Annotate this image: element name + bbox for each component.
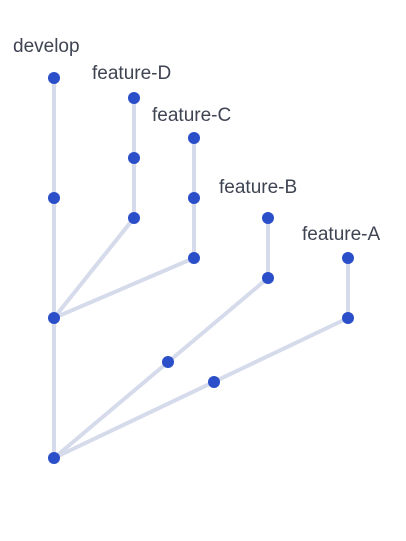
commit-node (128, 212, 140, 224)
branch-label-feature-a: feature-A (302, 224, 381, 245)
commit-node (342, 252, 354, 264)
commits (48, 72, 354, 464)
feature-c-merge-line (52, 256, 196, 320)
commit-node (48, 312, 60, 324)
feature-b-merge-line (52, 276, 270, 460)
branch-label-develop: develop (13, 36, 80, 57)
branch-label-feature-c: feature-C (152, 105, 232, 126)
branch-label-feature-b: feature-B (219, 177, 298, 198)
feature-d-merge-line (52, 216, 136, 320)
commit-node (48, 192, 60, 204)
commit-node (162, 356, 174, 368)
commit-node (48, 452, 60, 464)
commit-node (188, 192, 200, 204)
commit-node (188, 132, 200, 144)
commit-node (48, 72, 60, 84)
branch-lines (52, 76, 350, 460)
commit-node (188, 252, 200, 264)
commit-node (262, 272, 274, 284)
commit-node (128, 152, 140, 164)
commit-node (128, 92, 140, 104)
commit-node (342, 312, 354, 324)
commit-node (208, 376, 220, 388)
commit-node (262, 212, 274, 224)
feature-a-merge-line (52, 316, 350, 460)
branch-label-feature-d: feature-D (92, 63, 172, 84)
